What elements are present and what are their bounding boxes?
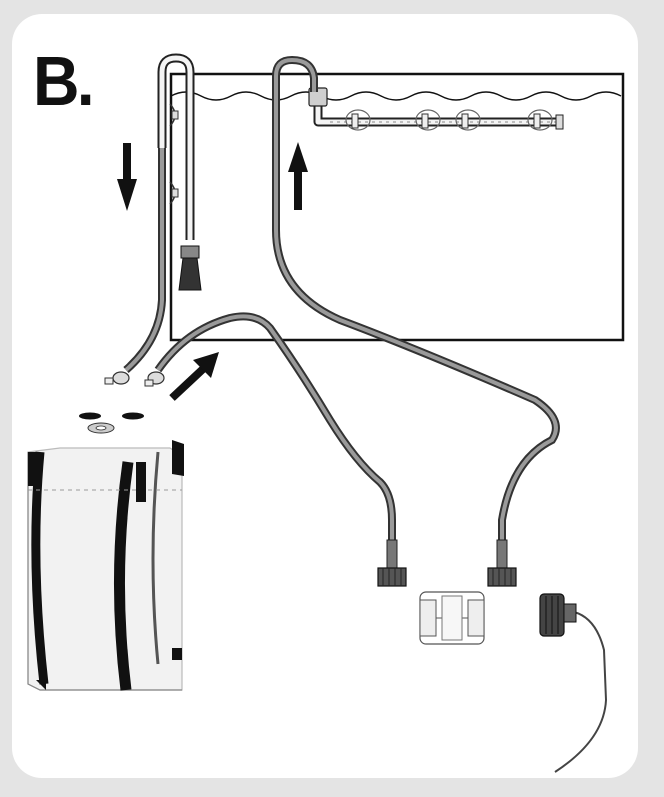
suction-cup-icon xyxy=(169,103,179,127)
arrow-up-icon xyxy=(288,142,308,210)
suction-cup-icon xyxy=(415,109,441,131)
suction-cup-icon xyxy=(345,109,371,131)
arrow-diagonal-icon xyxy=(169,352,219,401)
outlet-hose xyxy=(272,55,560,548)
aquarium-tank xyxy=(169,72,625,342)
water-line xyxy=(170,91,622,101)
outlet-connector xyxy=(487,539,517,587)
intake-hose xyxy=(123,148,166,373)
step-label: B. xyxy=(33,42,95,120)
filter-lid-holes xyxy=(79,412,144,434)
suction-cup-icon xyxy=(527,109,553,131)
arrow-down-icon xyxy=(117,143,137,211)
suction-cup-icon xyxy=(455,109,481,131)
suction-cup-icon xyxy=(169,181,179,205)
filter-canister xyxy=(27,440,184,691)
double-tap-valve xyxy=(419,591,485,645)
return-valve xyxy=(144,371,165,387)
return-hose xyxy=(154,312,396,548)
inlet-connector xyxy=(377,539,407,587)
intake-valve xyxy=(104,371,130,385)
intake-strainer-icon xyxy=(178,257,202,291)
intake-pipe xyxy=(157,53,202,291)
power-connector xyxy=(539,593,608,773)
